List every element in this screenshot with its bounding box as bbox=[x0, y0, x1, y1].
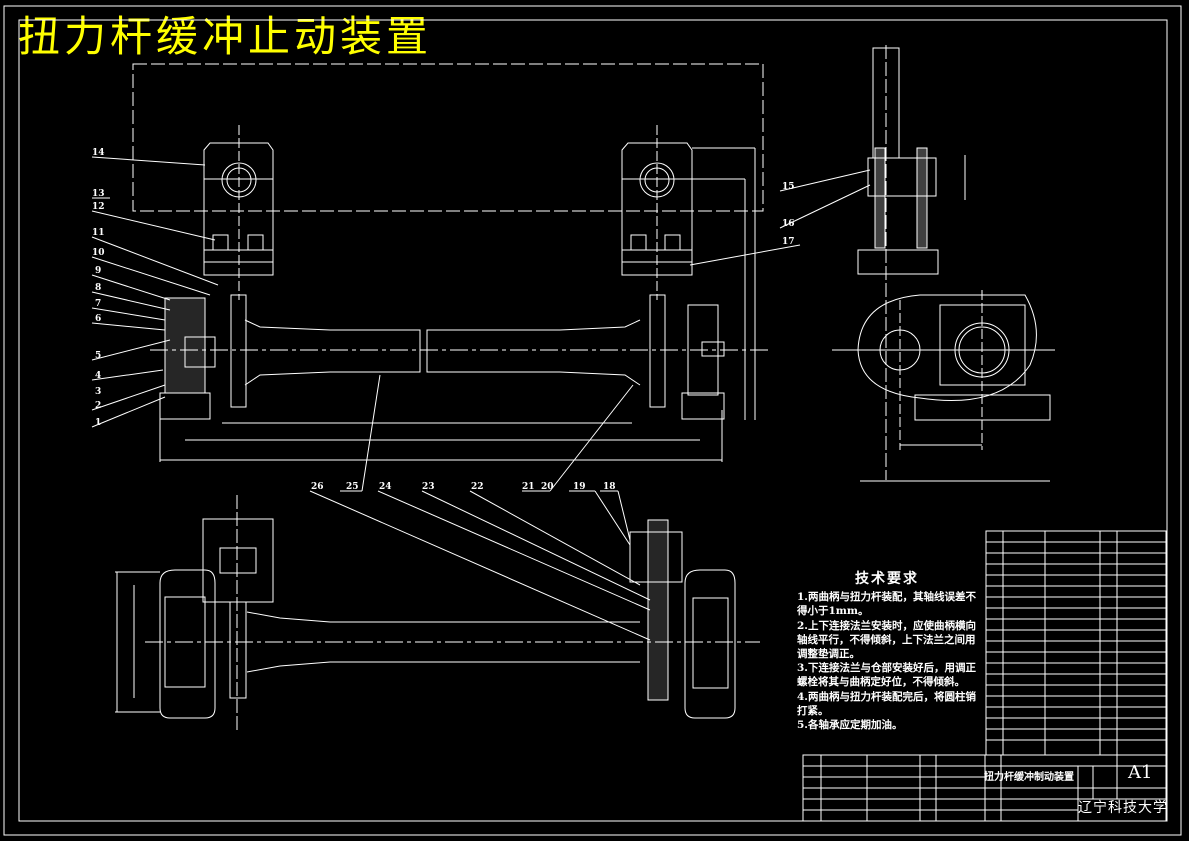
tech-requirement-item: 4.两曲柄与扭力杆装配完后，将圆柱销打紧。 bbox=[797, 690, 976, 717]
svg-text:2: 2 bbox=[95, 401, 101, 411]
svg-text:20: 20 bbox=[541, 482, 554, 492]
svg-text:23: 23 bbox=[422, 482, 435, 492]
drawing-name: 扭力杆缓冲制动装置 bbox=[984, 772, 1074, 783]
tech-requirement-item: 3.下连接法兰与仓部安装好后，用调正螺栓将其与曲柄定好位，不得倾斜。 bbox=[797, 662, 976, 689]
tech-requirement-item: 1.两曲柄与扭力杆装配，其轴线误差不得小于1mm。 bbox=[797, 591, 976, 618]
svg-text:13: 13 bbox=[92, 189, 105, 199]
inner-frame bbox=[18, 19, 1168, 822]
part-number-labels-left: 14 13 12 11 10 9 8 7 6 5 4 3 2 1 bbox=[92, 148, 105, 428]
part-leaders-left bbox=[91, 156, 219, 428]
front-view bbox=[150, 125, 770, 462]
school-name: 辽宁科技大学 bbox=[1078, 800, 1168, 816]
svg-text:11: 11 bbox=[92, 228, 105, 238]
bom-table bbox=[802, 530, 1167, 822]
svg-text:16: 16 bbox=[782, 219, 795, 229]
svg-text:5: 5 bbox=[95, 351, 101, 361]
svg-text:15: 15 bbox=[782, 182, 795, 192]
svg-text:4: 4 bbox=[95, 371, 101, 381]
svg-text:9: 9 bbox=[95, 266, 101, 276]
outer-frame bbox=[3, 5, 1182, 836]
svg-text:25: 25 bbox=[346, 482, 359, 492]
svg-text:19: 19 bbox=[573, 482, 586, 492]
svg-text:6: 6 bbox=[95, 314, 101, 324]
tech-requirement-item: 5.各轴承应定期加油。 bbox=[797, 719, 903, 732]
drawing-title: 扭力杆缓冲止动装置 bbox=[18, 12, 433, 61]
part-leaders-bottom: 26 25 24 23 22 21 20 19 18 bbox=[309, 374, 651, 641]
svg-text:26: 26 bbox=[311, 482, 324, 492]
svg-text:1: 1 bbox=[95, 418, 101, 428]
side-view bbox=[832, 45, 1055, 482]
tech-requirements-heading: 技术要求 bbox=[855, 571, 919, 587]
svg-text:24: 24 bbox=[379, 482, 392, 492]
sheet-size: A1 bbox=[1128, 762, 1153, 783]
svg-text:14: 14 bbox=[92, 148, 105, 158]
tech-requirement-item: 2.上下连接法兰安装时，应使曲柄横向轴线平行，不得倾斜，上下法兰之间用调整垫调正… bbox=[797, 619, 976, 661]
svg-text:22: 22 bbox=[471, 482, 484, 492]
dashed-envelope bbox=[132, 63, 764, 212]
svg-text:8: 8 bbox=[95, 283, 101, 293]
svg-text:3: 3 bbox=[95, 387, 101, 397]
part-leaders-side: 15 16 17 bbox=[689, 169, 871, 266]
svg-text:7: 7 bbox=[95, 299, 101, 309]
svg-text:21: 21 bbox=[522, 482, 535, 492]
svg-text:12: 12 bbox=[92, 202, 105, 212]
technical-requirements: 技术要求 1.两曲柄与扭力杆装配，其轴线误差不得小于1mm。 2.上下连接法兰安… bbox=[797, 572, 977, 732]
svg-text:18: 18 bbox=[603, 482, 616, 492]
bottom-view bbox=[115, 495, 760, 730]
svg-text:17: 17 bbox=[782, 237, 795, 247]
svg-text:10: 10 bbox=[92, 248, 105, 258]
